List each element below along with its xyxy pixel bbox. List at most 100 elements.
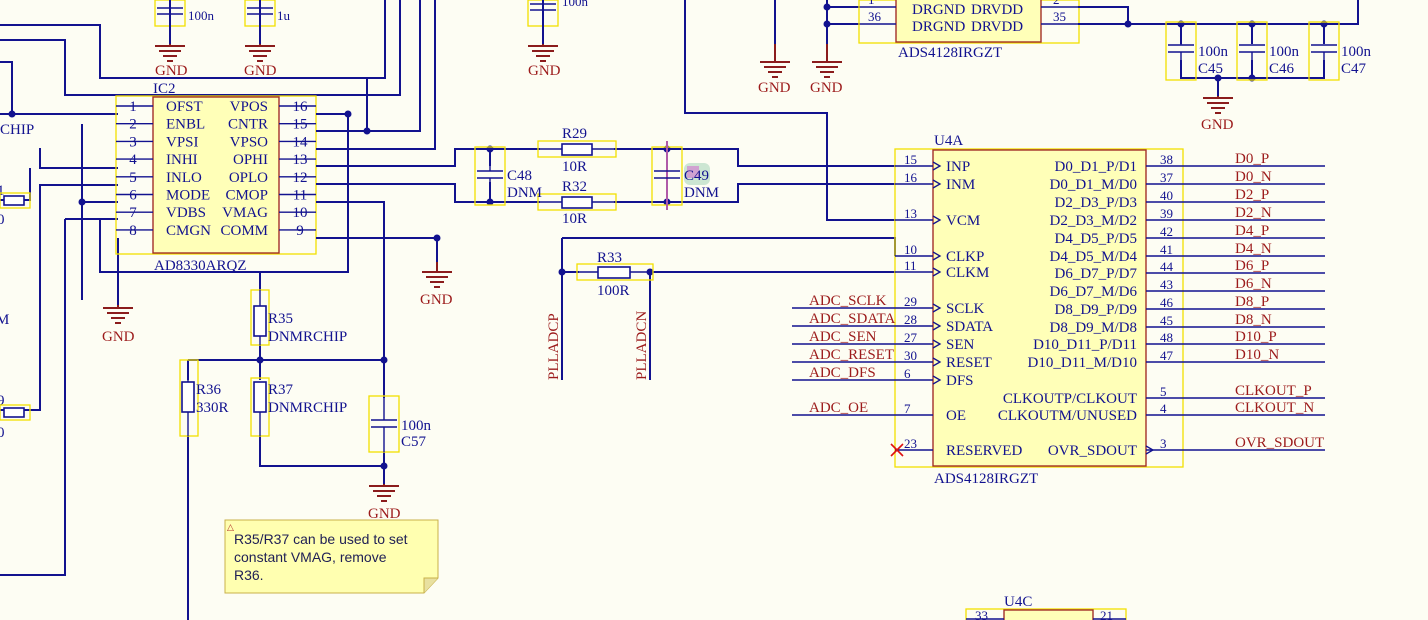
u4a-pin-name: D8_D9_P/D9 bbox=[1054, 302, 1137, 318]
u4-power-unit[interactable]: 1 36 DRGND DRGND DRVDD DRVDD 2 35 ADS412… bbox=[774, 0, 1080, 61]
u4a-pin-name: SDATA bbox=[946, 319, 993, 335]
svg-text:C45: C45 bbox=[1198, 61, 1223, 77]
u4a-pin-name: D0_D1_M/D0 bbox=[1049, 177, 1137, 193]
net-label-plladcn: PLLADCN bbox=[634, 311, 650, 380]
u4a-pin-name: D4_D5_P/D5 bbox=[1054, 231, 1137, 247]
u4a-pin-name: VCM bbox=[946, 213, 980, 229]
ic2-pin-name: INHI bbox=[166, 152, 198, 168]
u4a-net-label: D6_P bbox=[1235, 258, 1269, 274]
svg-text:PLLADCP: PLLADCP bbox=[546, 313, 562, 380]
svg-text:DRGND: DRGND bbox=[912, 2, 966, 18]
svg-text:36: 36 bbox=[868, 9, 882, 24]
gnd-symbol: GND bbox=[244, 44, 277, 79]
u4a-net-label: CLKOUT_N bbox=[1235, 400, 1314, 416]
ic2-pin-number: 4 bbox=[129, 152, 137, 168]
ic2-pin-number: 13 bbox=[293, 152, 308, 168]
left-wiring bbox=[0, 0, 401, 576]
resistor-r36[interactable]: R36 330R bbox=[179, 359, 229, 437]
input-arrow-icon bbox=[932, 161, 942, 171]
u4a-net-label: D0_N bbox=[1235, 169, 1272, 185]
u4a-net-label: ADC_SEN bbox=[809, 329, 877, 345]
ic2-pin-number: 9 bbox=[296, 223, 304, 239]
u4a-pin-number: 13 bbox=[904, 206, 917, 221]
u4a-net-label: ADC_OE bbox=[809, 400, 868, 416]
output-arrow-icon bbox=[1145, 445, 1155, 455]
resistor-r33[interactable]: R33 100R bbox=[576, 250, 654, 299]
u4a-pin-number: 40 bbox=[1160, 188, 1173, 203]
capacitor-c57[interactable]: 100n C57 bbox=[368, 395, 432, 453]
u4a-pin-number: 45 bbox=[1160, 313, 1173, 328]
capacitor-c47[interactable]: 100n C47 bbox=[1308, 21, 1372, 81]
capacitor-top[interactable]: 100n bbox=[527, 0, 589, 44]
ic2-pin-number: 12 bbox=[293, 170, 308, 186]
c57-value: 100n bbox=[401, 418, 432, 434]
c43-value: 1u bbox=[277, 8, 291, 23]
u4a-net-label: D10_N bbox=[1235, 347, 1279, 363]
u4a-pin-name: D4_D5_M/D4 bbox=[1049, 249, 1137, 265]
u4a-designator: U4A bbox=[934, 133, 963, 149]
decoupling-wiring bbox=[1078, 0, 1359, 96]
u4a-pin-number: 11 bbox=[904, 258, 917, 273]
u4a-pin-number: 28 bbox=[904, 312, 917, 327]
capacitor-c43[interactable]: 1u bbox=[244, 0, 291, 44]
svg-text:33: 33 bbox=[975, 608, 988, 620]
capacitor-c42[interactable]: 100n bbox=[154, 0, 215, 44]
svg-text:100n: 100n bbox=[1269, 44, 1300, 60]
resistor-r35[interactable]: R35 DNMRCHIP bbox=[250, 289, 347, 346]
net-label-plladcp: PLLADCP bbox=[546, 313, 562, 380]
r35-ref: R35 bbox=[268, 311, 293, 327]
svg-text:0: 0 bbox=[0, 212, 5, 228]
u4a-pin-number: 7 bbox=[904, 401, 911, 416]
ic2-pin-name: INLO bbox=[166, 170, 202, 186]
u4a-net-label: ADC_SDATA bbox=[809, 311, 895, 327]
ic2-pin-number: 6 bbox=[129, 188, 137, 204]
input-arrow-icon bbox=[932, 339, 942, 349]
u4a-net-label: D6_N bbox=[1235, 276, 1272, 292]
u4a-pin-name: D0_D1_P/D1 bbox=[1054, 159, 1137, 175]
resistor-r37[interactable]: R37 DNMRCHIP bbox=[250, 377, 347, 437]
gnd-symbol: GND bbox=[368, 484, 401, 522]
u4a-net-label: ADC_DFS bbox=[809, 365, 876, 381]
u4a-pin-number: 48 bbox=[1160, 330, 1173, 345]
gnd-symbol: GND bbox=[758, 44, 791, 96]
svg-text:GND: GND bbox=[528, 63, 561, 79]
svg-text:DRVDD: DRVDD bbox=[971, 2, 1023, 18]
u4a-pin-number: 23 bbox=[904, 436, 917, 451]
ic2-pin-number: 3 bbox=[129, 134, 137, 150]
u4a-pin-name: SCLK bbox=[946, 301, 985, 317]
c49-value: DNM bbox=[684, 185, 719, 201]
resistor-r29[interactable]: R29 10R bbox=[537, 126, 617, 175]
resistor-r32[interactable]: R32 10R bbox=[537, 179, 617, 227]
svg-text:GND: GND bbox=[420, 292, 453, 308]
svg-text:GND: GND bbox=[758, 80, 791, 96]
r37-value: DNMRCHIP bbox=[268, 400, 347, 416]
r37-ref: R37 bbox=[268, 382, 294, 398]
ic2-pin-name: CMGN bbox=[166, 223, 211, 239]
u4a-pin-name: OVR_SDOUT bbox=[1048, 443, 1137, 459]
u4a-pin-name: D10_D11_M/D10 bbox=[1028, 355, 1137, 371]
u4a-pin-name: D2_D3_M/D2 bbox=[1049, 213, 1137, 229]
svg-text:GND: GND bbox=[155, 63, 188, 79]
note-line-1: R35/R37 can be used to set bbox=[234, 531, 408, 547]
u4a-pin-name: RESERVED bbox=[946, 443, 1022, 459]
capacitor-c49[interactable]: C49 DNM bbox=[651, 141, 719, 210]
u4c-partial[interactable]: U4C 33 21 bbox=[965, 594, 1127, 620]
capacitor-c46[interactable]: 100n C46 bbox=[1236, 21, 1300, 81]
r33-value: 100R bbox=[597, 283, 630, 299]
r29-ref: R29 bbox=[562, 126, 587, 142]
design-note: △ R35/R37 can be used to set constant VM… bbox=[224, 519, 439, 594]
ic2-pin-number: 8 bbox=[129, 223, 137, 239]
capacitor-c48[interactable]: C48 DNM bbox=[474, 146, 542, 206]
u4a-pin-number: 3 bbox=[1160, 436, 1167, 451]
gnd-symbol: GND bbox=[528, 44, 561, 79]
ic2-pin-number: 1 bbox=[129, 99, 137, 115]
capacitor-c45[interactable]: 100n C45 bbox=[1165, 21, 1229, 81]
ic2-pin-number: 14 bbox=[293, 134, 309, 150]
ic2-pin-name: VMAG bbox=[222, 205, 268, 221]
c49-ref: C49 bbox=[684, 168, 709, 184]
